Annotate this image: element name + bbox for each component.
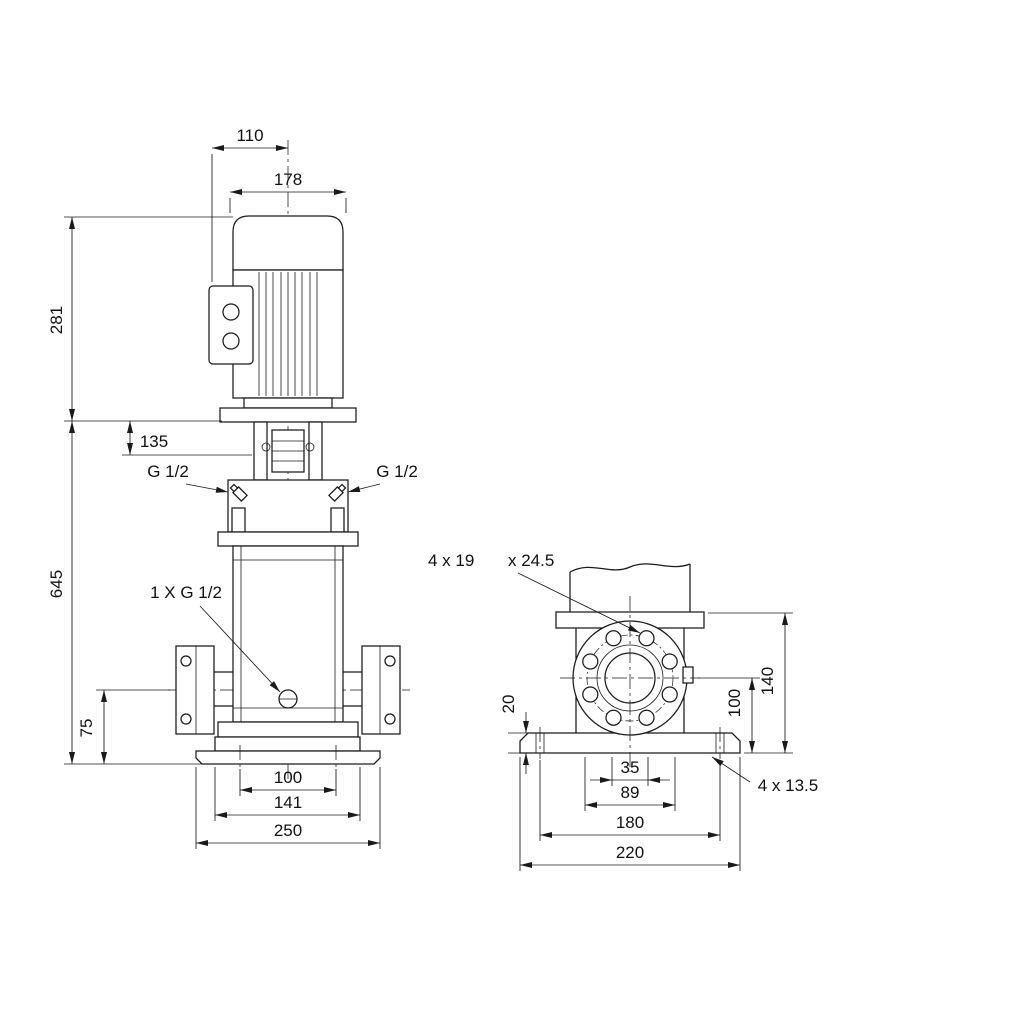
front-view: 110 178 281 135 645 75 xyxy=(47,126,418,849)
dim-140: 140 xyxy=(708,612,793,754)
flange-counterbore-label: x 24.5 xyxy=(508,551,554,570)
dim-281-label: 281 xyxy=(47,306,66,334)
flange-holes-label: 4 x 19 xyxy=(428,551,474,570)
dim-250-label: 250 xyxy=(274,821,302,840)
front-flange-right xyxy=(343,645,401,735)
dim-645: 645 xyxy=(47,421,202,765)
dim-180: 180 xyxy=(539,760,721,841)
dim-110-label: 110 xyxy=(236,126,263,145)
dim-178-label: 178 xyxy=(274,170,302,189)
dim-250: 250 xyxy=(195,767,381,849)
dim-100-front-label: 100 xyxy=(274,768,302,787)
dim-20: 20 xyxy=(499,695,552,774)
port-left-label: G 1/2 xyxy=(147,462,189,481)
dim-75: 75 xyxy=(77,689,170,764)
dim-140-label: 140 xyxy=(758,667,777,695)
dim-100-side-label: 100 xyxy=(725,689,744,717)
dim-180-label: 180 xyxy=(616,813,644,832)
front-pump-head xyxy=(227,479,349,533)
dim-141: 141 xyxy=(214,767,361,821)
callout-port-left: G 1/2 xyxy=(147,462,229,493)
dim-89: 89 xyxy=(584,757,676,811)
dim-75-label: 75 xyxy=(77,719,96,738)
callout-flange-holes: 4 x 19 x 24.5 xyxy=(428,551,641,634)
dim-645-label: 645 xyxy=(47,570,66,598)
port-right-label: G 1/2 xyxy=(376,462,418,481)
dim-281: 281 xyxy=(47,216,233,422)
dim-135: 135 xyxy=(122,421,252,456)
side-sleeve xyxy=(555,563,705,733)
dim-141-label: 141 xyxy=(274,793,302,812)
front-base xyxy=(195,736,381,770)
front-terminal-box xyxy=(208,285,254,365)
front-drain-plug-icon xyxy=(278,689,298,709)
dim-135-label: 135 xyxy=(140,432,168,451)
dim-89-label: 89 xyxy=(621,783,640,802)
g-half-plug-left-icon xyxy=(229,483,248,502)
dim-20-label: 20 xyxy=(499,695,518,714)
callout-drain: 1 X G 1/2 xyxy=(150,583,281,693)
dim-35: 35 xyxy=(590,757,670,786)
dim-220-label: 220 xyxy=(616,843,644,862)
callout-port-right: G 1/2 xyxy=(347,462,418,493)
dim-100-side: 100 xyxy=(698,677,760,753)
side-base xyxy=(519,727,741,759)
dim-220: 220 xyxy=(519,757,741,871)
base-holes-label: 4 x 13.5 xyxy=(758,776,819,795)
callout-base-holes: 4 x 13.5 xyxy=(711,756,819,795)
front-motor-stool xyxy=(253,421,323,481)
g-half-plug-right-icon xyxy=(328,483,347,502)
dim-35-label: 35 xyxy=(621,758,640,777)
dim-178: 178 xyxy=(229,170,347,213)
side-view: 20 100 140 35 89 xyxy=(428,551,818,871)
front-flange-left xyxy=(175,645,233,735)
dim-100-front: 100 xyxy=(239,768,337,796)
drain-label: 1 X G 1/2 xyxy=(150,583,222,602)
dim-110: 110 xyxy=(211,126,288,282)
